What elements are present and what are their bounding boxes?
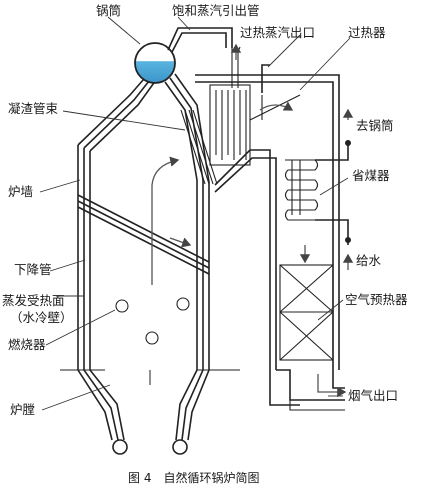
label-burner: 燃烧器 <box>8 337 46 352</box>
label-superheater: 过热器 <box>348 25 386 40</box>
label-drum: 锅筒 <box>96 3 121 18</box>
label-evap-surface: 蒸发受热面 <box>2 293 65 308</box>
label-feed-water: 给水 <box>356 253 382 268</box>
drum <box>134 27 233 84</box>
label-saturated-steam-pipe: 饱和蒸汽引出管 <box>172 3 260 18</box>
label-economizer: 省煤器 <box>352 168 390 183</box>
label-furnace: 炉膛 <box>10 402 35 417</box>
gas-flow-arrows <box>149 156 192 385</box>
burner-1 <box>115 299 129 313</box>
air-preheater <box>279 264 334 361</box>
superheater <box>209 40 301 166</box>
slag-screen <box>180 109 218 185</box>
burner-2 <box>176 297 190 311</box>
economizer <box>284 108 354 270</box>
furnace-walls <box>60 71 240 455</box>
downcomer-tubes <box>77 194 210 275</box>
label-evap-surface-note: （水冷壁） <box>10 310 73 325</box>
burners <box>115 297 190 345</box>
label-flue-gas-outlet: 烟气出口 <box>348 388 398 403</box>
label-to-drum: 去锅筒 <box>356 118 394 133</box>
label-downcomer: 下降管 <box>14 262 52 277</box>
label-furnace-wall: 炉墙 <box>8 184 33 199</box>
figure-caption: 图 4 自然循环锅炉简图 <box>128 470 259 485</box>
burner-3 <box>145 331 159 345</box>
labels: 锅筒 饱和蒸汽引出管 过热蒸汽出口 过热器 凝渣管束 去锅筒 炉墙 省煤器 给水… <box>2 3 408 485</box>
label-superheated-steam-outlet: 过热蒸汽出口 <box>240 25 315 40</box>
leader-lines <box>39 16 351 411</box>
label-slag-screen: 凝渣管束 <box>8 101 59 116</box>
label-air-preheater: 空气预热器 <box>345 292 408 307</box>
convection-pass <box>195 74 347 411</box>
